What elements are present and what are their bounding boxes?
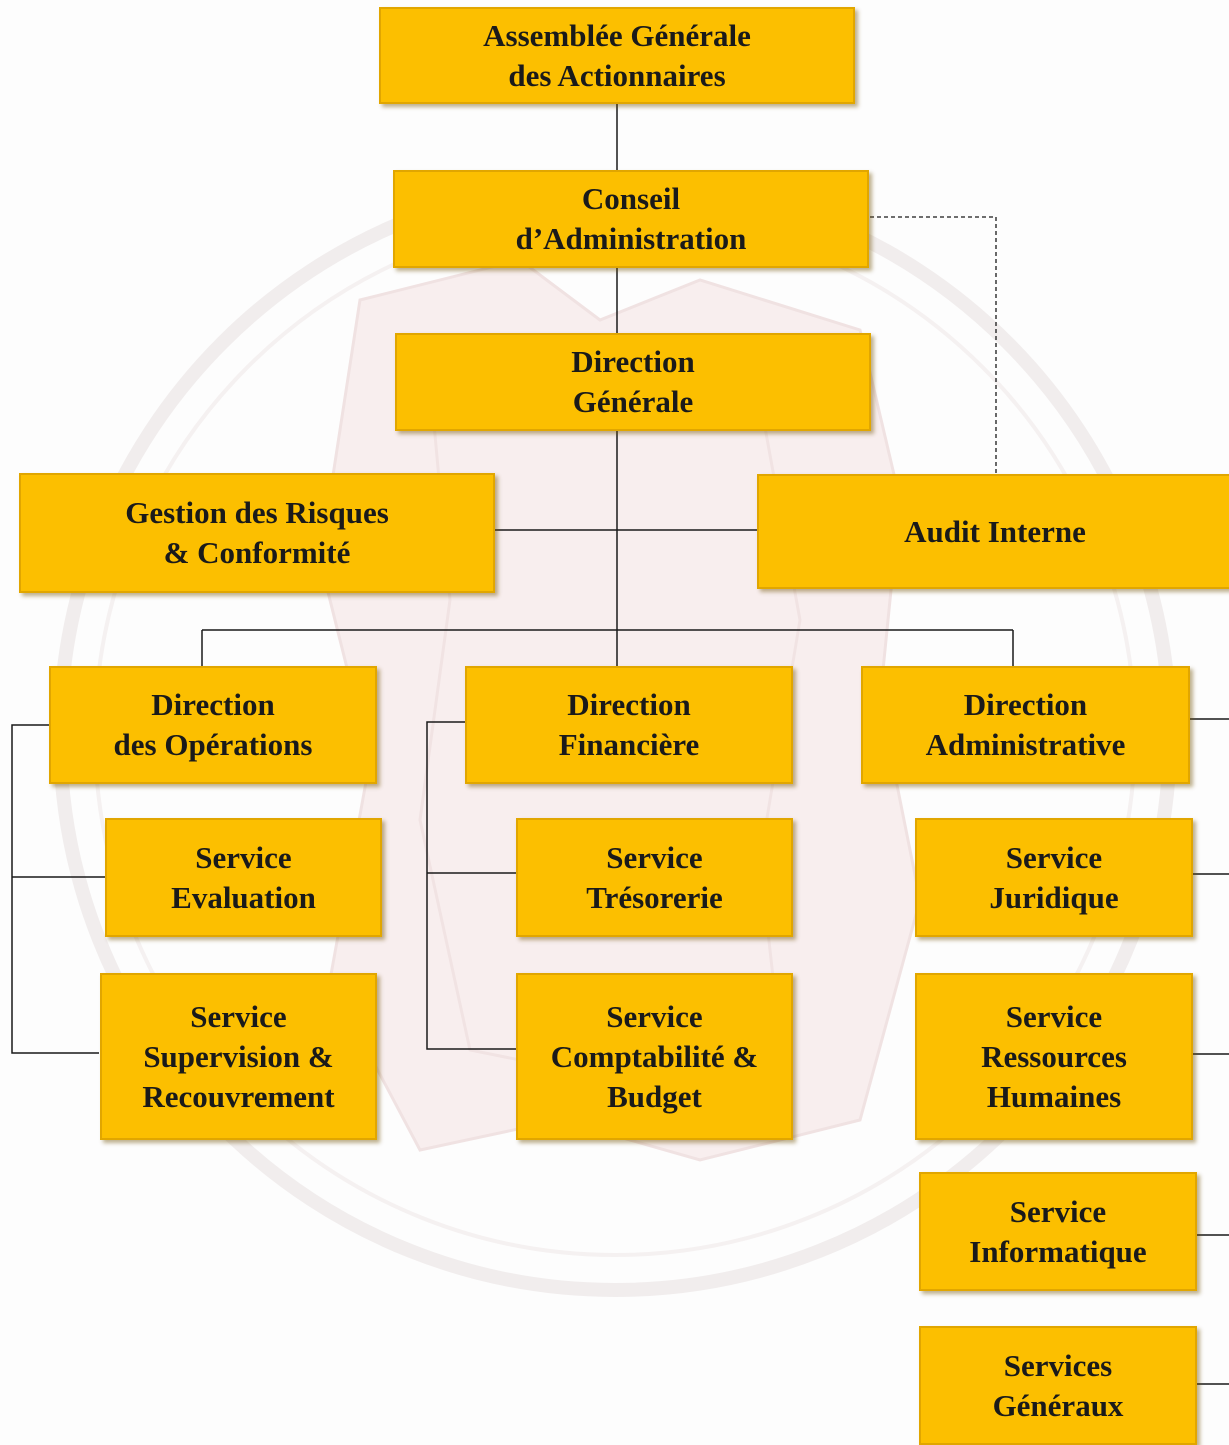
node-label: Service Supervision & Recouvrement: [142, 998, 335, 1114]
node-service-ressources-humaines: Service Ressources Humaines: [915, 973, 1193, 1140]
node-label: Direction Administrative: [925, 687, 1126, 762]
node-service-informatique: Service Informatique: [919, 1172, 1197, 1291]
node-label: Service Ressources Humaines: [981, 998, 1127, 1114]
node-label: Service Comptabilité & Budget: [550, 998, 759, 1114]
node-label: Service Juridique: [989, 839, 1119, 915]
node-services-generaux: Services Généraux: [919, 1326, 1197, 1445]
node-service-comptabilite: Service Comptabilité & Budget: [516, 973, 793, 1140]
node-label: Service Trésorerie: [586, 839, 723, 915]
node-service-supervision: Service Supervision & Recouvrement: [100, 973, 377, 1140]
node-direction-operations: Direction des Opérations: [49, 666, 377, 784]
node-assemblee-generale: Assemblée Générale des Actionnaires: [379, 7, 855, 104]
node-audit-interne: Audit Interne: [757, 474, 1229, 589]
node-label: Services Généraux: [992, 1347, 1124, 1423]
node-label: Direction des Opérations: [113, 687, 313, 762]
node-label: Gestion des Risques & Conformité: [125, 495, 389, 570]
node-label: Direction Générale: [571, 344, 695, 419]
node-direction-generale: Direction Générale: [395, 333, 871, 431]
node-label: Service Evaluation: [171, 839, 316, 915]
node-direction-administrative: Direction Administrative: [861, 666, 1190, 784]
node-label: Direction Financière: [558, 687, 700, 762]
node-label: Conseil d’Administration: [515, 181, 747, 256]
node-label: Assemblée Générale des Actionnaires: [483, 17, 751, 93]
node-conseil-administration: Conseil d’Administration: [393, 170, 869, 268]
node-label: Service Informatique: [969, 1193, 1147, 1269]
node-service-evaluation: Service Evaluation: [105, 818, 382, 937]
node-service-tresorerie: Service Trésorerie: [516, 818, 793, 937]
node-label: Audit Interne: [904, 513, 1086, 549]
node-gestion-risques: Gestion des Risques & Conformité: [19, 473, 495, 593]
node-direction-financiere: Direction Financière: [465, 666, 793, 784]
node-service-juridique: Service Juridique: [915, 818, 1193, 937]
